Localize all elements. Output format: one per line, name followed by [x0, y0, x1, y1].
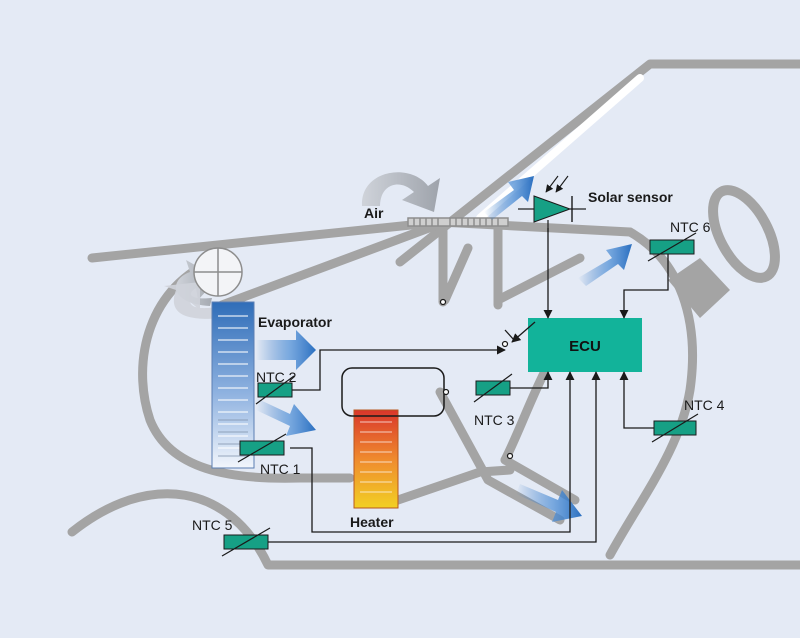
wire-ntc1 — [290, 371, 575, 533]
ntc5-label: NTC 5 — [192, 517, 233, 533]
ecu-label: ECU — [569, 338, 601, 355]
evaporator — [211, 301, 255, 469]
wire-ntc5 — [268, 371, 601, 543]
ntc-sensors — [221, 232, 699, 557]
heater-core — [353, 409, 399, 509]
ntc1-sensor — [237, 433, 287, 463]
evaporator-label: Evaporator — [258, 314, 332, 330]
solar-sensor — [518, 175, 586, 232]
windshield — [395, 59, 800, 267]
solar-sensor-label: Solar sensor — [588, 189, 673, 205]
steering-rim — [708, 185, 780, 283]
airflow-arrow-evap-lower — [256, 398, 316, 436]
upper-duct — [217, 217, 450, 310]
blower-fan-icon — [193, 247, 243, 297]
pivot-points — [439, 298, 514, 460]
steering-column — [668, 258, 730, 318]
air-grille — [407, 217, 509, 227]
ecu-box — [528, 318, 642, 372]
lower-panel-curve — [500, 360, 553, 465]
airflow-arrows — [256, 176, 632, 522]
ntc6-sensor — [647, 232, 697, 262]
wiring — [268, 228, 669, 543]
air-intake-arrow — [361, 172, 440, 212]
heater-label: Heater — [350, 514, 394, 530]
airflow-arrow-evap-upper — [256, 330, 316, 370]
ntc3-sensor — [473, 373, 513, 403]
duct-flap — [440, 243, 473, 305]
ntc4-sensor — [651, 413, 699, 443]
ntc6-label: NTC 6 — [670, 219, 711, 235]
wire-ntc2 — [290, 345, 506, 391]
ntc2-label: NTC 2 — [256, 369, 297, 385]
hood-line — [87, 217, 445, 263]
airflow-arrow-floor — [516, 484, 582, 522]
airflow-arrow-vent — [578, 244, 632, 286]
ntc5-sensor — [221, 527, 271, 557]
front-shell — [138, 255, 305, 483]
ntc3-label: NTC 3 — [474, 412, 515, 428]
ntc1-label: NTC 1 — [260, 461, 301, 477]
ntc2-sensor — [255, 375, 295, 405]
wire-ntc3 — [510, 371, 553, 389]
wire-ntc4 — [619, 371, 656, 429]
ntc4-label: NTC 4 — [684, 397, 725, 413]
windshield-highlight — [476, 74, 644, 222]
dash-diag — [493, 253, 585, 305]
airflow-arrow-defrost — [484, 176, 534, 220]
wire-center — [511, 321, 536, 343]
air-label: Air — [364, 205, 384, 221]
floor-duct-3 — [435, 387, 565, 525]
wire-ntc6 — [619, 254, 669, 319]
steering-wheel — [668, 185, 780, 318]
